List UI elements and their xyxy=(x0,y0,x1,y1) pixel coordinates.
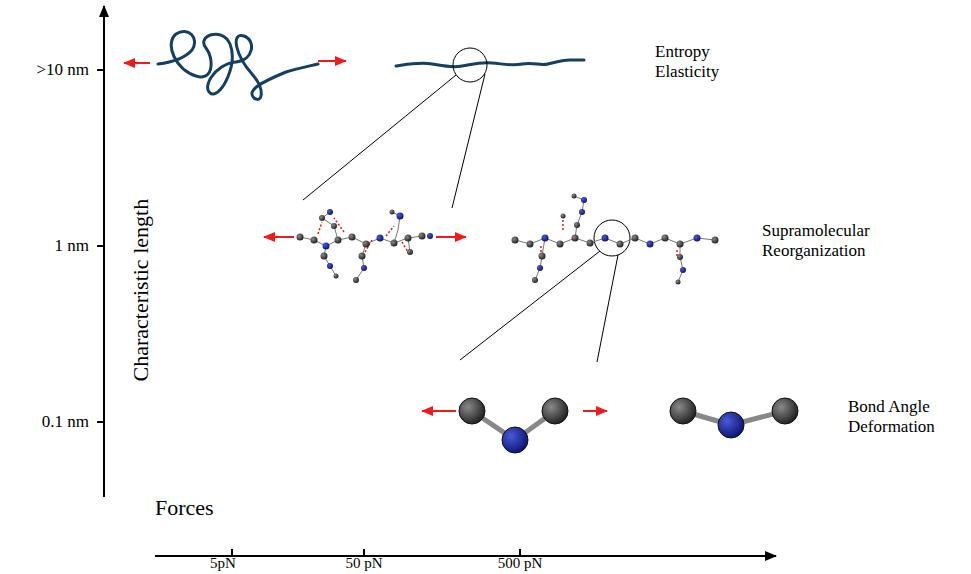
tick-label: 5pN xyxy=(210,554,236,572)
polymer-chain xyxy=(158,31,584,99)
axes xyxy=(97,6,776,556)
axis-label: Characteristic length xyxy=(128,199,154,382)
molecule-compact xyxy=(297,209,434,283)
molecule-extended xyxy=(512,194,719,285)
annotation: Supramolecular Reorganization xyxy=(762,221,897,262)
force-arrow xyxy=(124,61,607,411)
bond-angle-bent xyxy=(459,398,568,453)
zoom-leader xyxy=(303,48,630,362)
annotation: Entropy Elasticity xyxy=(655,42,747,83)
tick xyxy=(231,549,233,556)
tick xyxy=(97,421,104,423)
tick xyxy=(97,245,104,247)
bond-angle-opened xyxy=(670,398,798,438)
tick xyxy=(519,549,521,556)
tick-label: >10 nm xyxy=(36,60,89,80)
tick xyxy=(363,549,365,556)
tick-label: 500 pN xyxy=(498,554,543,572)
tick xyxy=(97,69,104,71)
axis-label: Forces xyxy=(155,495,214,521)
y-axis xyxy=(103,6,105,497)
annotation: Bond Angle Deformation xyxy=(848,397,952,438)
tick-label: 1 nm xyxy=(55,236,89,256)
tick-label: 50 pN xyxy=(345,554,382,572)
tick-label: 0.1 nm xyxy=(42,412,89,432)
x-axis xyxy=(155,555,776,557)
